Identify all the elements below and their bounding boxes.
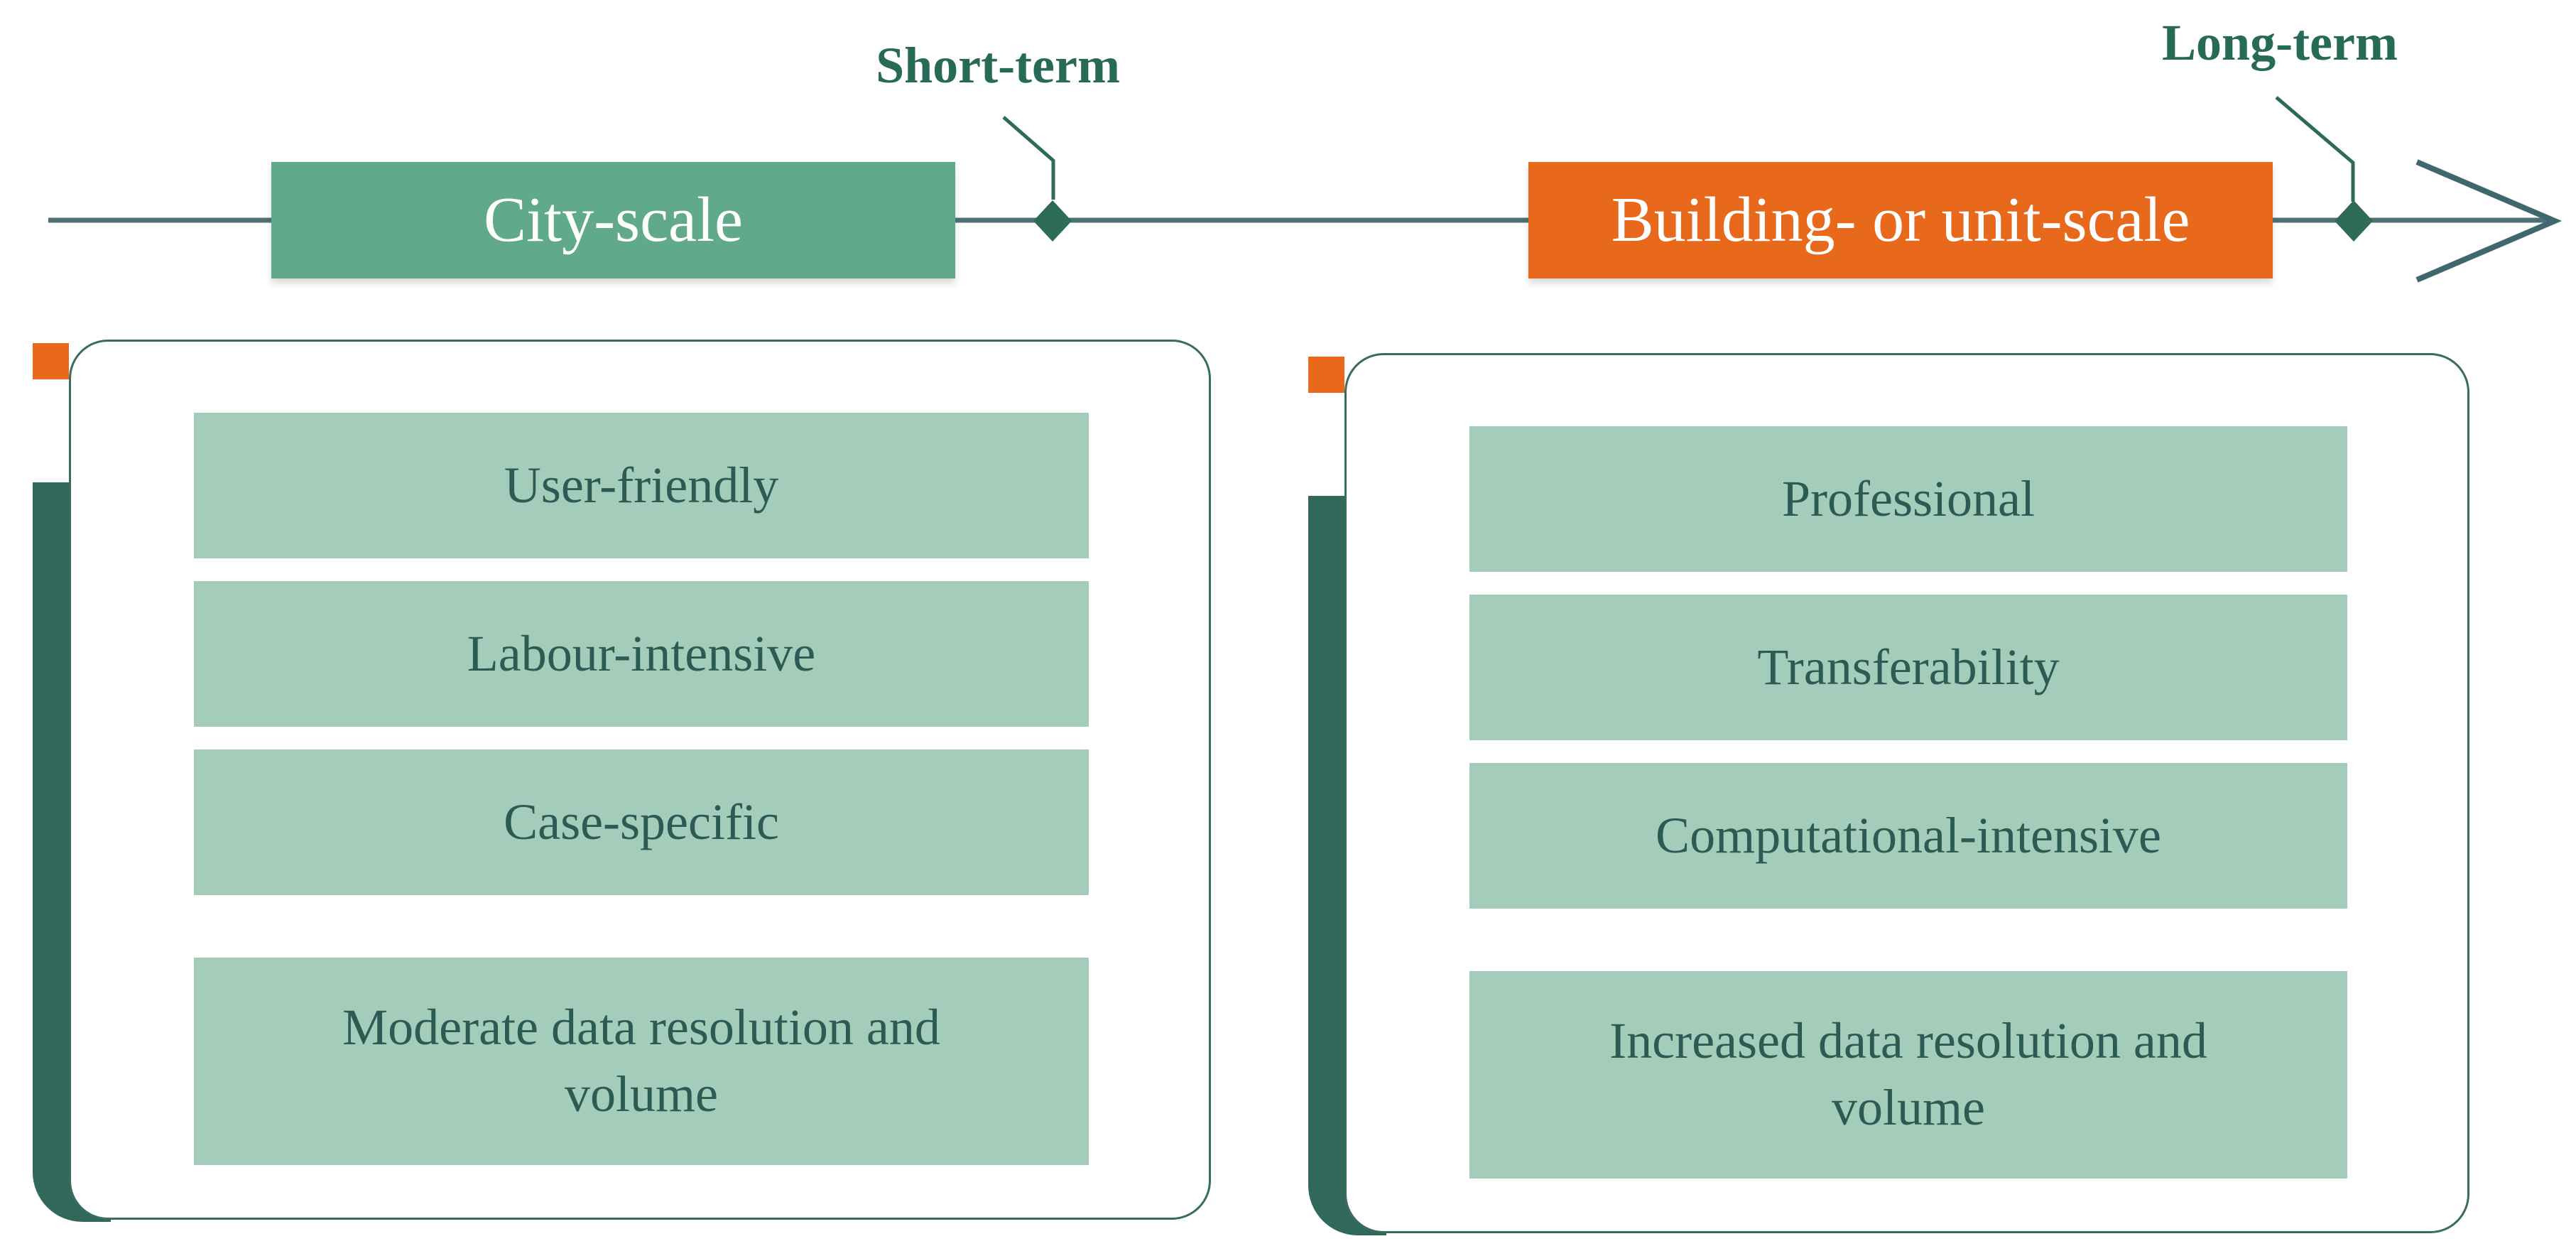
- panel-item: Computational-intensive: [1469, 763, 2347, 909]
- panel-item: Professional: [1469, 426, 2347, 572]
- city-scale-box-label: City-scale: [484, 185, 743, 255]
- long-term-leader-line: [2275, 96, 2355, 202]
- short-term-label: Short-term: [876, 37, 1120, 94]
- city-scale-box: City-scale: [271, 162, 955, 278]
- short-term-leader-line: [1002, 116, 1055, 200]
- arrowhead-icon: [2415, 159, 2563, 283]
- panel-item: Moderate data resolution and volume: [194, 958, 1089, 1165]
- panel-item: Increased data resolution and volume: [1469, 971, 2347, 1179]
- long-term-label: Long-term: [2162, 14, 2398, 71]
- short-term-diamond-marker-icon: [1033, 200, 1072, 242]
- panel-item: Labour-intensive: [194, 581, 1089, 727]
- long-term-diamond-marker-icon: [2335, 200, 2373, 242]
- left-panel-accent-square: [33, 343, 69, 379]
- building-or-unit-scale-box-label: Building- or unit-scale: [1611, 185, 2190, 255]
- panel-item: Case-specific: [194, 749, 1089, 895]
- building-or-unit-scale-box: Building- or unit-scale: [1528, 162, 2273, 278]
- panel-item: User-friendly: [194, 413, 1089, 558]
- panel-item: Transferability: [1469, 595, 2347, 740]
- right-panel-accent-square: [1308, 357, 1344, 393]
